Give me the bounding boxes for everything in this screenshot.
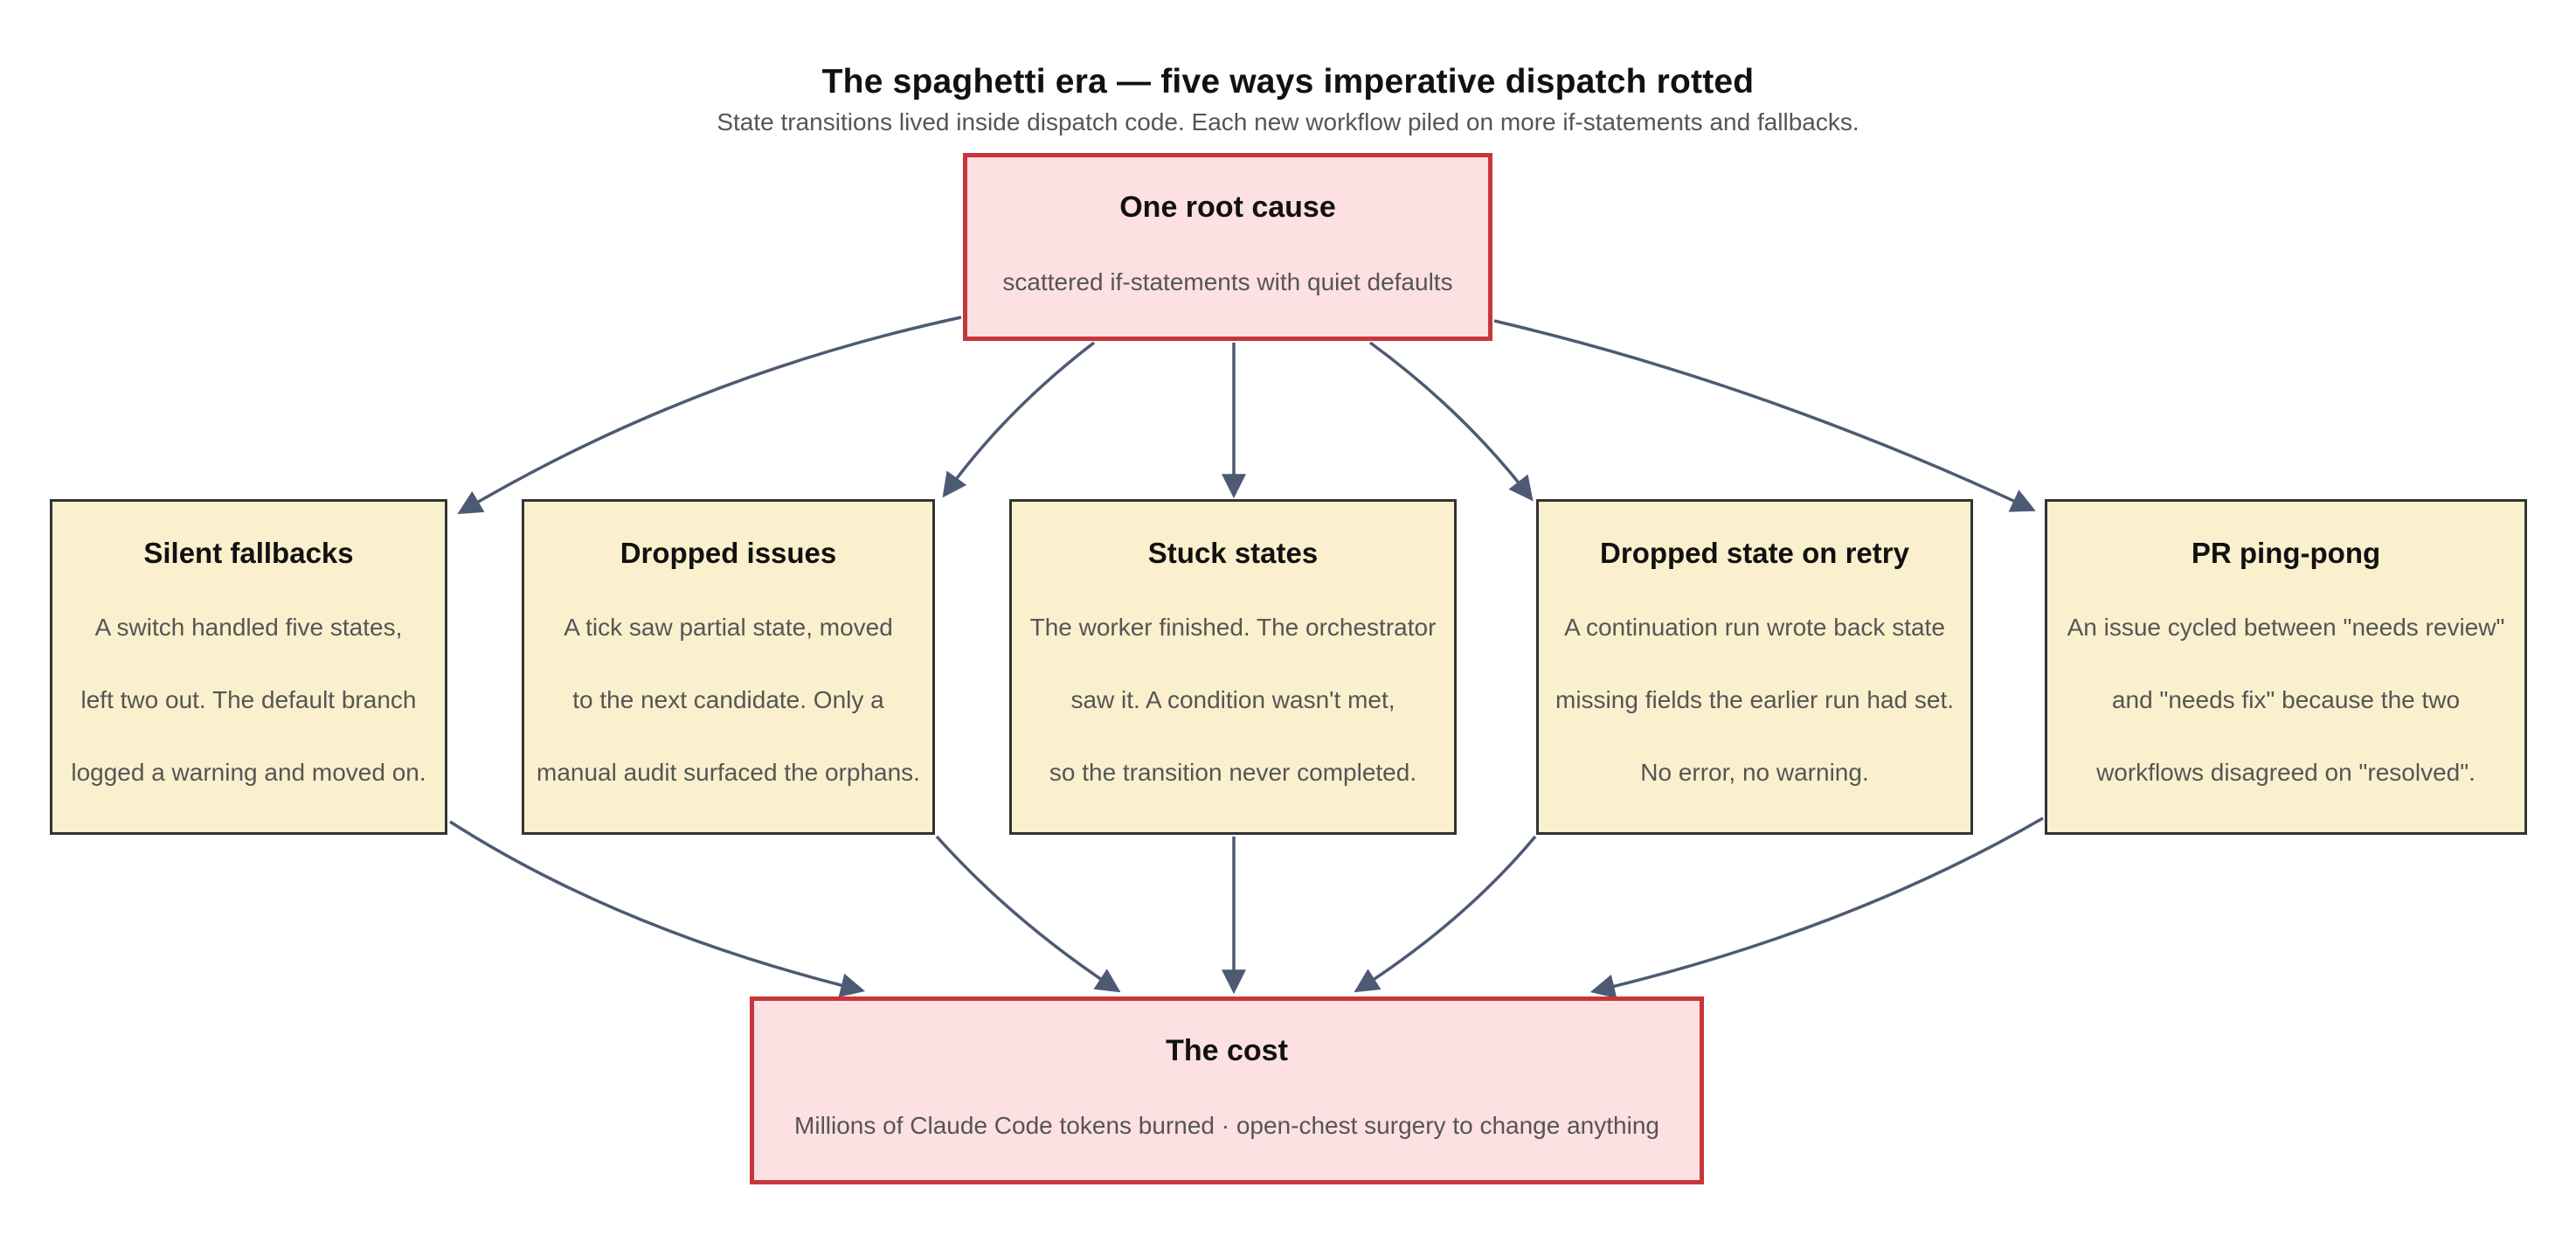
- diagram-subtitle: State transitions lived inside dispatch …: [717, 108, 1859, 135]
- cause-line: workflows disagreed on "resolved".: [2096, 758, 2476, 786]
- cost-heading: The cost: [1166, 1034, 1288, 1067]
- root-cause-heading: One root cause: [1119, 191, 1336, 224]
- cause-line: An issue cycled between "needs review": [2067, 614, 2505, 642]
- cost-body: Millions of Claude Code tokens burned · …: [794, 1111, 1659, 1139]
- cost-node: The cost Millions of Claude Code tokens …: [750, 996, 1704, 1184]
- cause-line: logged a warning and moved on.: [71, 758, 426, 786]
- cause-line: manual audit surfaced the orphans.: [537, 758, 920, 786]
- diagram-title: The spaghetti era — five ways imperative…: [821, 63, 1755, 101]
- cause-heading: Stuck states: [1147, 537, 1319, 569]
- edge-root-to-silent-fallbacks: [457, 316, 962, 515]
- cause-line: No error, no warning.: [1640, 758, 1869, 786]
- cause-node-dropped-state-on-retry: Dropped state on retry A continuation ru…: [1536, 499, 1973, 835]
- cause-line: and "needs fix" because the two: [2111, 686, 2461, 714]
- cause-heading: PR ping-pong: [2191, 537, 2381, 569]
- edge-dropped-state-to-cost: [1354, 835, 1537, 993]
- edge-dropped-issues-to-cost: [935, 835, 1121, 993]
- cause-heading: Silent fallbacks: [143, 537, 354, 569]
- edge-silent-fallbacks-to-cost: [449, 820, 866, 997]
- cause-line: missing fields the earlier run had set.: [1555, 686, 1954, 714]
- cause-heading: Dropped issues: [620, 537, 837, 569]
- root-cause-body: scattered if-statements with quiet defau…: [1002, 267, 1453, 295]
- cause-line: A switch handled five states,: [94, 614, 403, 642]
- cause-line: A tick saw partial state, moved: [564, 614, 893, 642]
- cause-line: The worker finished. The orchestrator: [1029, 614, 1437, 642]
- cause-line: saw it. A condition wasn't met,: [1070, 686, 1395, 714]
- cause-heading: Dropped state on retry: [1600, 537, 1909, 569]
- edge-root-to-pr-ping-pong: [1493, 319, 2036, 512]
- edge-root-to-dropped-issues: [942, 341, 1096, 498]
- cause-node-dropped-issues: Dropped issues A tick saw partial state,…: [522, 499, 935, 835]
- cause-line: A continuation run wrote back state: [1564, 614, 1945, 642]
- cause-line: so the transition never completed.: [1049, 758, 1417, 786]
- cause-line: left two out. The default branch: [80, 686, 417, 714]
- edge-pr-ping-pong-to-cost: [1589, 816, 2044, 999]
- cause-node-stuck-states: Stuck states The worker finished. The or…: [1009, 499, 1457, 835]
- root-cause-node: One root cause scattered if-statements w…: [963, 153, 1492, 341]
- cause-line: to the next candidate. Only a: [572, 686, 884, 714]
- cause-node-silent-fallbacks: Silent fallbacks A switch handled five s…: [50, 499, 447, 835]
- cause-node-pr-ping-pong: PR ping-pong An issue cycled between "ne…: [2045, 499, 2527, 835]
- edge-root-to-dropped-state: [1368, 341, 1534, 502]
